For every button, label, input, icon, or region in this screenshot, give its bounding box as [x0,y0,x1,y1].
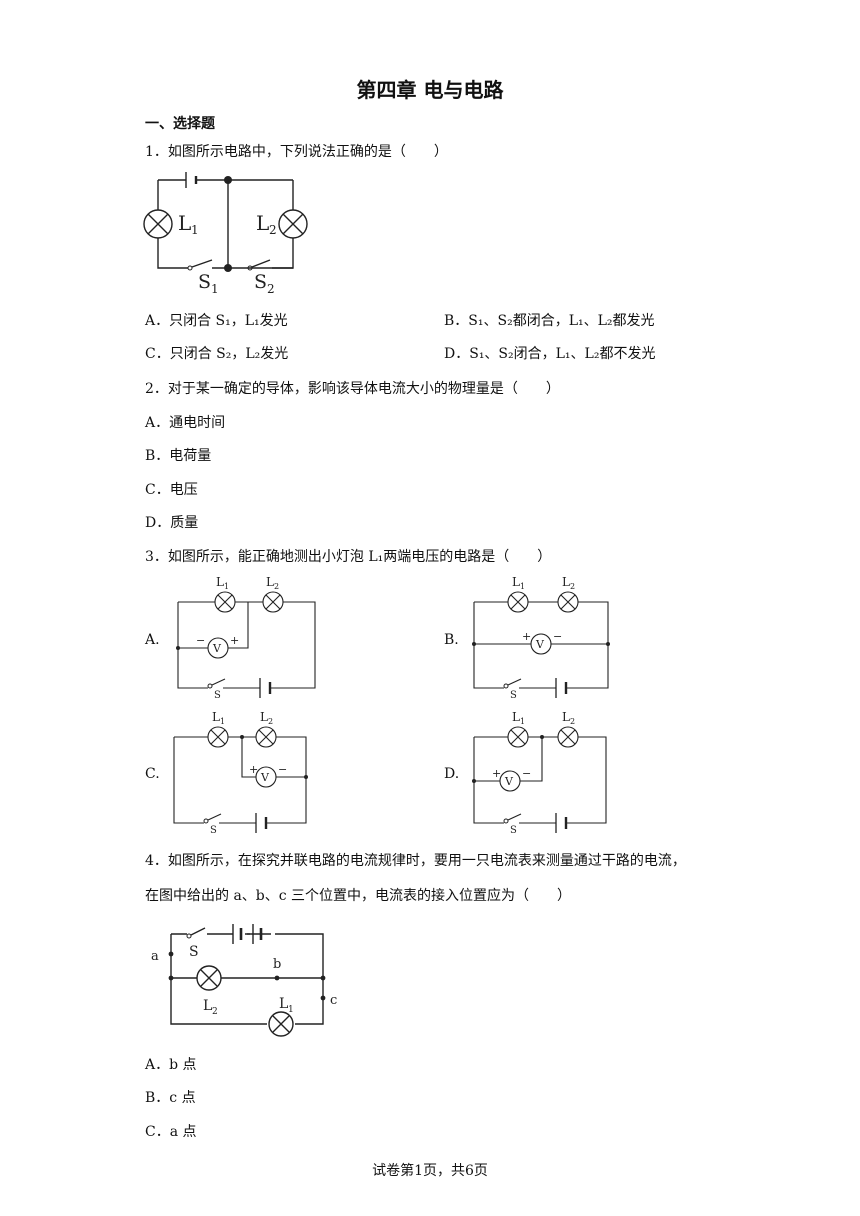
question-1-option-c: C．只闭合 S₂，L₂发光 [145,346,289,362]
question-3-option-c-label: C. [145,766,160,782]
svg-text:b: b [273,957,281,972]
svg-text:2: 2 [268,717,273,726]
svg-text:2: 2 [212,1007,218,1017]
page-title: 第四章 电与电路 [356,78,504,102]
svg-text:+: + [230,634,239,647]
svg-text:S: S [510,825,517,836]
svg-text:1: 1 [220,717,225,726]
question-1-option-a: A．只闭合 S₁，L₁发光 [145,313,288,329]
question-4-option-b: B．c 点 [145,1090,196,1106]
svg-text:a: a [151,949,159,964]
svg-text:S: S [254,271,267,293]
svg-text:L: L [212,710,220,724]
svg-text:c: c [330,993,337,1008]
svg-text:1: 1 [520,582,525,591]
svg-text:1: 1 [211,282,219,296]
svg-text:S: S [210,825,217,836]
question-1-option-b: B．S₁、S₂都闭合，L₁、L₂都发光 [444,313,655,329]
svg-text:1: 1 [191,223,199,237]
svg-text:L: L [266,575,274,589]
question-4-option-a: A．b 点 [145,1057,197,1073]
svg-text:2: 2 [570,717,575,726]
svg-text:2: 2 [269,223,277,237]
svg-text:L: L [260,710,268,724]
question-1-option-d: D．S₁、S₂闭合，L₁、L₂都不发光 [444,346,656,362]
question-1-stem: 1．如图所示电路中，下列说法正确的是（ ） [145,144,448,160]
question-2-option-b: B．电荷量 [145,448,212,464]
svg-text:1: 1 [224,582,229,591]
svg-text:S: S [214,690,221,701]
section-heading: 一、选择题 [145,116,215,132]
svg-text:L: L [203,998,212,1014]
question-4-stem-line-2: 在图中给出的 a、b、c 三个位置中，电流表的接入位置应为（ ） [145,888,572,904]
svg-text:1: 1 [288,1005,294,1015]
question-3-option-b-label: B. [444,632,459,648]
svg-text:−: − [522,767,531,780]
svg-text:V: V [212,642,222,655]
svg-text:+: + [492,767,501,780]
svg-text:L: L [562,710,570,724]
svg-text:2: 2 [274,582,279,591]
svg-text:L: L [279,996,288,1012]
svg-text:L: L [562,575,570,589]
question-2-option-a: A．通电时间 [145,415,226,431]
svg-text:S: S [189,944,199,960]
svg-text:S: S [510,690,517,701]
svg-text:S: S [198,271,211,293]
svg-text:+: + [249,763,258,776]
svg-text:2: 2 [570,582,575,591]
question-3-option-d-label: D. [444,766,460,782]
svg-text:L: L [178,211,191,235]
question-2-stem: 2．对于某一确定的导体，影响该导体电流大小的物理量是（ ） [145,381,560,397]
page-footer: 试卷第1页，共6页 [372,1163,488,1179]
svg-text:L: L [256,211,269,235]
svg-text:2: 2 [267,282,275,296]
question-2-option-d: D．质量 [145,515,199,531]
svg-text:−: − [196,634,205,647]
svg-text:V: V [535,638,545,651]
question-2-option-c: C．电压 [145,482,198,498]
question-3-stem: 3．如图所示，能正确地测出小灯泡 L₁两端电压的电路是（ ） [145,549,552,565]
svg-text:L: L [512,710,520,724]
question-3-option-a-label: A. [145,632,160,648]
svg-text:−: − [278,763,287,776]
question-4-stem-line-1: 4．如图所示，在探究并联电路的电流规律时，要用一只电流表来测量通过干路的电流， [145,853,686,869]
svg-text:L: L [216,575,224,589]
svg-text:−: − [553,630,562,643]
svg-text:1: 1 [520,717,525,726]
svg-text:L: L [512,575,520,589]
svg-text:+: + [522,630,531,643]
question-4-option-c: C．a 点 [145,1124,197,1140]
svg-text:V: V [504,775,514,788]
svg-text:V: V [260,771,270,784]
